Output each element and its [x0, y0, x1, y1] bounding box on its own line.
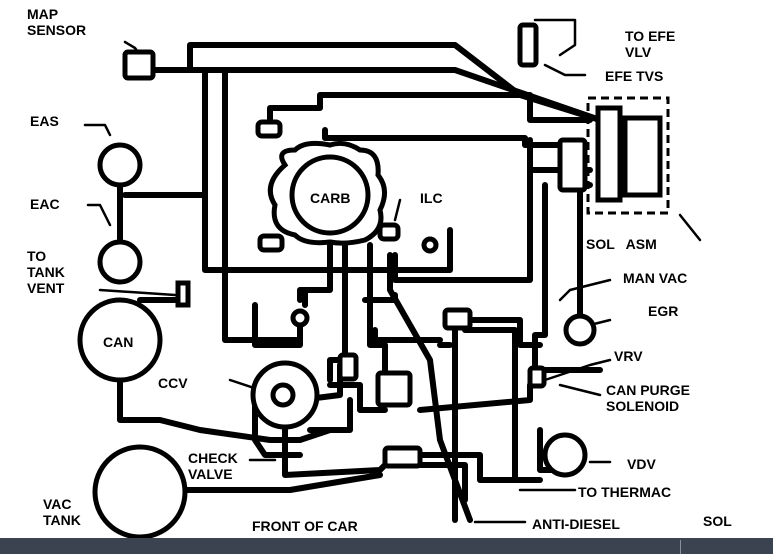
sol-asm-label: SOL ASM [586, 236, 657, 252]
canister [77, 297, 163, 383]
bottom-bar [0, 538, 773, 554]
solenoid-assembly [586, 96, 670, 215]
map-sensor-label: MAP SENSOR [27, 6, 87, 38]
sol-bottom-label: SOL [703, 513, 732, 529]
can-purge-solenoid-label: CAN PURGE SOLENOID [606, 382, 691, 414]
egr-label: EGR [648, 303, 679, 319]
vdv [542, 432, 588, 478]
vac-tank [92, 444, 188, 538]
eas-label: EAS [30, 113, 59, 129]
eas-valve [97, 142, 143, 188]
vac-tank-label: VAC TANK [43, 496, 81, 528]
efe-tvs-label: EFE TVS [605, 68, 664, 84]
man-vac-label: MAN VAC [623, 270, 688, 286]
vacuum-hose-diagram [77, 18, 702, 538]
carb-label: CARB [310, 190, 351, 206]
check-valve-label: CHECK VALVE [188, 450, 238, 482]
can-label: CAN [103, 334, 134, 350]
front-of-car-label: FRONT OF CAR [252, 518, 358, 534]
to-thermac-label: TO THERMAC [578, 484, 672, 500]
vacuum-hoses [117, 42, 603, 523]
map-sensor [122, 49, 156, 81]
components [77, 22, 670, 538]
to-tank-vent-label: TO TANK VENT [27, 248, 65, 296]
eac-valve [97, 239, 143, 285]
ccv-label: CCV [158, 375, 188, 391]
vdv-label: VDV [627, 456, 656, 472]
ilc-label: ILC [420, 190, 443, 206]
eac-label: EAC [30, 196, 60, 212]
bar-divider [680, 540, 681, 554]
egr [563, 313, 597, 347]
anti-diesel-label: ANTI-DIESEL [532, 516, 620, 532]
to-efe-vlv-label: TO EFE VLV [625, 28, 676, 60]
vrv-label: VRV [614, 348, 643, 364]
